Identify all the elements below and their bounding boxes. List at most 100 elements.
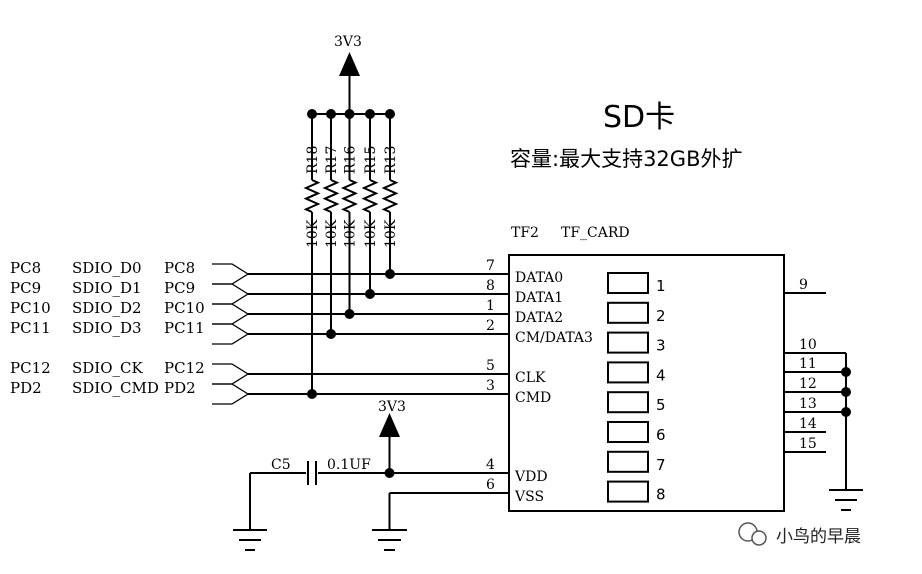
resistor-zigzag	[341, 179, 358, 213]
resistor-name: R17	[324, 146, 340, 174]
contact-pad	[607, 480, 649, 503]
connector-pin-number: 7	[486, 258, 495, 274]
watermark: 小鸟的早晨	[738, 522, 861, 547]
net-label: PC12	[164, 359, 205, 377]
connector-pin-label: DATA1	[515, 290, 563, 306]
junction-dot	[326, 329, 336, 339]
watermark-text: 小鸟的早晨	[776, 527, 861, 547]
connector-pin-label: CLK	[515, 370, 546, 386]
contact-pad	[607, 361, 649, 384]
net-label: PD2	[164, 379, 196, 397]
connector-pin-number: 4	[486, 457, 495, 473]
contact-number: 4	[656, 366, 666, 384]
junction-dot	[344, 309, 355, 319]
mcu-pin-label: PC9	[10, 279, 41, 297]
connector-body	[508, 254, 785, 512]
diagram-subtitle: 容量:最大支持32GB外扩	[510, 147, 742, 171]
capacitor-value: 0.1UF	[327, 457, 371, 473]
power-symbol-top: 3V3	[312, 34, 390, 115]
mcu-pin-label: PD2	[10, 379, 42, 397]
mcu-pin-label: PC11	[10, 319, 51, 337]
right-pin-number: 10	[799, 337, 817, 353]
mcu-pin-label: PC12	[10, 359, 51, 377]
contact-number: 3	[656, 337, 666, 355]
connector-pin-label: VDD	[514, 469, 548, 485]
port-flag-icon	[212, 363, 250, 385]
contact-pad	[607, 272, 649, 294]
connector-pin-label: CM/DATA3	[515, 330, 593, 346]
connector-pin-number: 1	[486, 298, 495, 314]
power-label-vdd: 3V3	[378, 399, 406, 415]
right-pin-number: 9	[799, 277, 808, 293]
port-flag-icon	[212, 323, 250, 345]
ground-icon	[372, 529, 407, 551]
resistor-zigzag	[361, 179, 379, 213]
right-pin-number: 11	[799, 356, 817, 372]
ground-icon	[829, 489, 863, 511]
right-pin-number: 12	[799, 376, 817, 392]
port-flag-icon	[212, 263, 250, 285]
diagram-title: SD卡	[603, 100, 675, 135]
connector-pin-number: 8	[486, 278, 495, 294]
right-pin-number: 15	[799, 436, 817, 452]
contact-pad	[607, 301, 649, 324]
contact-number: 8	[656, 486, 666, 504]
power-label-top: 3V3	[334, 34, 362, 50]
signal-name-label: SDIO_CK	[72, 359, 144, 377]
connector-pin-label: CMD	[515, 390, 551, 406]
resistor-zigzag	[322, 179, 340, 213]
contact-number: 7	[656, 456, 666, 474]
contact-number: 1	[656, 277, 666, 295]
resistor-name: R18	[305, 146, 321, 174]
junction-dot	[385, 269, 395, 279]
signal-name-label: SDIO_D3	[72, 319, 142, 337]
power-arrow-icon	[379, 413, 400, 437]
right-pins: 9 10 11 12 13 14 15	[784, 277, 846, 453]
net-label: PC10	[164, 299, 205, 317]
contact-number: 2	[656, 307, 666, 325]
resistor-zigzag	[381, 179, 399, 213]
connector-part: TF_CARD	[561, 225, 630, 241]
mcu-pin-label: PC8	[10, 259, 41, 277]
connector-ref: TF2	[511, 225, 539, 241]
connector-pin-number: 5	[486, 358, 495, 374]
port-flag-icon	[212, 383, 250, 405]
connector-pin-label: VSS	[514, 489, 544, 505]
contact-pad	[607, 331, 649, 354]
right-pin-number: 13	[799, 396, 817, 412]
net-label: PC9	[164, 279, 195, 297]
tf-card-connector: TF2 TF_CARD	[508, 225, 785, 512]
ground-icon	[233, 529, 267, 551]
contact-pad	[607, 421, 649, 443]
right-pin-number: 14	[799, 416, 817, 432]
signal-name-label: SDIO_CMD	[72, 379, 159, 397]
contact-pad	[607, 391, 649, 414]
mcu-pin-label: PC10	[10, 299, 51, 317]
junction-dot	[307, 389, 317, 399]
contact-number: 5	[656, 396, 666, 414]
signal-name-label: SDIO_D0	[72, 259, 142, 277]
resistor-name: R13	[383, 146, 399, 174]
capacitor-ref: C5	[271, 457, 291, 473]
vdd-section: 3V3 C5 0.1UF	[233, 399, 509, 551]
resistor-name: R16	[343, 146, 359, 174]
net-label: PC11	[164, 319, 205, 337]
junction-dot	[365, 289, 375, 299]
contact-pad	[607, 450, 649, 473]
signal-name-label: SDIO_D1	[72, 279, 142, 297]
net-label: PC8	[164, 259, 195, 277]
connector-pin-number: 3	[486, 378, 495, 394]
